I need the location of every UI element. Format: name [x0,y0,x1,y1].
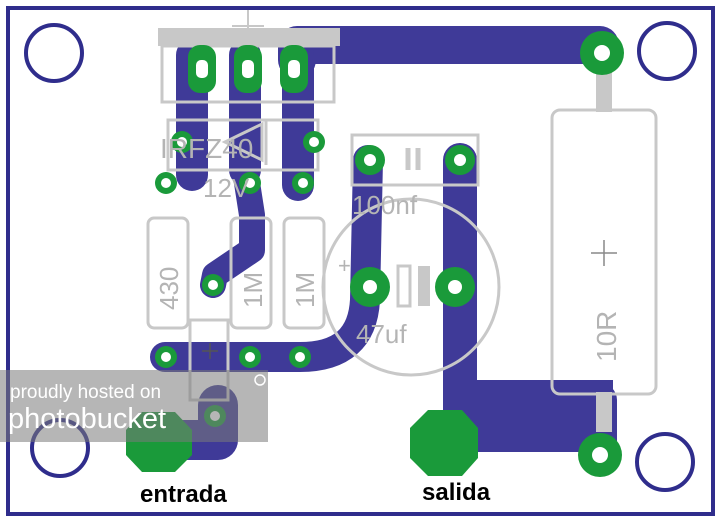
hole-c1-a [364,154,376,166]
hole-r2-bottom [245,352,255,362]
watermark-bg [0,370,268,442]
watermark-reg-mark [254,374,266,386]
hole-rload-bottom [592,447,608,463]
hole-q1-gate [196,60,208,78]
cap2-plate-a [396,264,412,308]
watermark: proudly hosted on photobucket [0,370,268,442]
hole-r2-top [245,178,255,188]
hole-r1-bottom [161,352,171,362]
hole-r3-top [298,178,308,188]
mounting-hole-bottom-right [635,432,695,492]
hole-rload-top [594,45,610,61]
hole-c1-b [454,154,466,166]
hole-r3-bottom [295,352,305,362]
zener-label: 12V [203,173,250,203]
cap2-plate-b [418,266,430,306]
input-label: entrada [140,481,227,508]
trace-top [278,26,619,79]
r2-outline [229,216,273,330]
cap2-plus-mark: + [338,253,351,278]
rload-lead-bottom [596,392,612,432]
rload-lead-top [596,70,612,112]
cap1-label: 100nf [352,190,418,220]
cap2-outline [321,197,501,377]
pad-output [410,410,478,476]
transistor-label: IRFZ40 [160,133,253,164]
hole-z1-b [309,137,319,147]
r1-outline [146,216,190,330]
rload-label: 10R [591,311,622,362]
hole-q1-drain [242,60,254,78]
mounting-hole-top-left [24,23,84,83]
r2-label: 1M [238,272,268,308]
r3-label: 1M [290,272,320,308]
zener-symbol [221,121,264,163]
hole-c2-plus [363,280,377,294]
hole-q1-source [288,60,300,78]
hole-r1-top [161,178,171,188]
watermark-line2: photobucket [8,403,166,435]
r1-label: 430 [154,267,184,310]
hole-c2-minus [448,280,462,294]
cap2-label: 47uf [356,319,407,349]
mounting-hole-top-right [637,21,697,81]
output-label: salida [422,479,491,506]
silkscreen [146,10,658,432]
hole-mid [208,280,218,290]
watermark-line1: proudly hosted on [10,382,161,403]
hole-z1-a [177,137,187,147]
cap1-outline [350,133,480,187]
